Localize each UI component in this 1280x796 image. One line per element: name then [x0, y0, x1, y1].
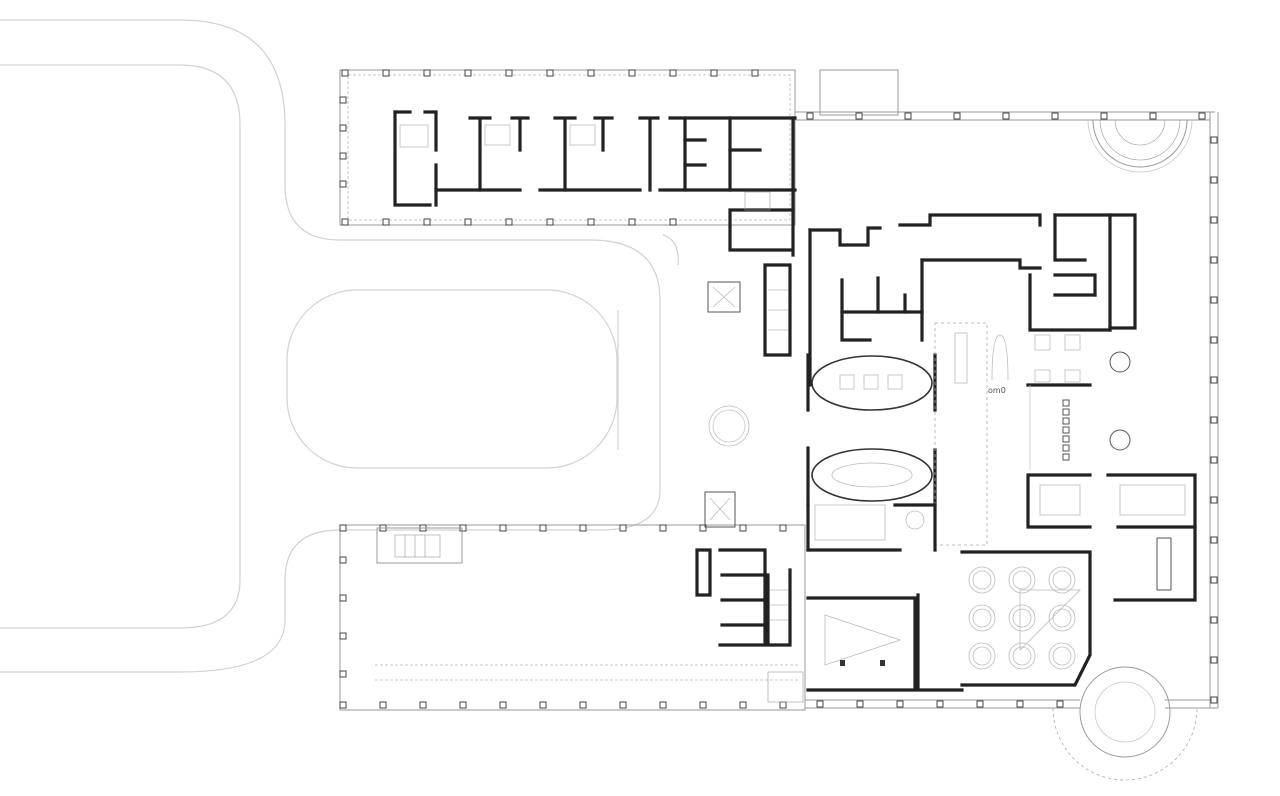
spiral-stair-north [1087, 119, 1193, 173]
dining-bar [1026, 334, 1131, 470]
central-block [808, 213, 1137, 387]
entrance-lobby [662, 234, 792, 528]
courtyard-stair [376, 527, 463, 564]
driveway-road [0, 19, 661, 673]
structural-grid [339, 69, 1219, 711]
oval-rooms [806, 353, 937, 507]
central-hall: om0 [934, 322, 1009, 546]
guest-rooms-wing [393, 110, 797, 257]
banquet-hall [916, 550, 1092, 692]
private-rooms [1026, 473, 1197, 602]
west-service-block [695, 548, 804, 703]
round-pavilion-south [1052, 666, 1198, 781]
svg-text:om0: om0 [988, 386, 1006, 395]
columns [339, 69, 1218, 709]
meeting-room [806, 503, 937, 692]
